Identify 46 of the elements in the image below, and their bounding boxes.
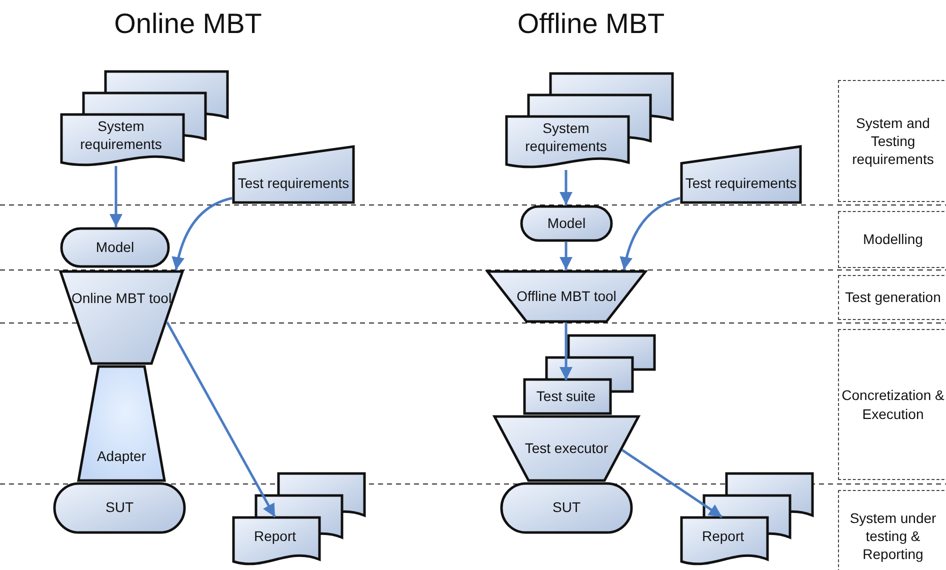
column-title: Offline MBT [517,8,665,40]
node-label: Online MBT tool [70,289,173,308]
stage-label: System and Testing requirements [851,114,935,168]
node-label: Test suite [535,387,597,406]
node-label: Report [252,526,298,546]
document-stack [523,334,655,414]
arrow [620,196,680,270]
node-label: Report [700,526,746,546]
stage-box [838,275,946,320]
stage-box [838,80,946,202]
terminal-shape [53,482,186,534]
arrow [621,448,723,518]
trapezoid-shape [493,415,640,482]
node-label: Test requirements [684,174,798,193]
arrow [560,323,573,380]
trapezoid-shape [486,270,647,323]
adapter-shape [77,365,166,482]
stage-label: Modelling [862,230,924,249]
node-label: Offline MBT tool [516,286,618,306]
terminal-shape [60,227,170,268]
stage-label: System under testing & Reporting [848,508,938,564]
node-label: SUT [104,498,134,518]
node-label: Model [546,214,587,233]
stage-box [838,329,946,480]
stage-label: Test generation [844,288,942,307]
stage-box [838,211,946,268]
node-label: SUT [552,498,582,518]
node-label: Model [94,238,136,257]
manual-input-shape [680,145,802,204]
node-label: Test requirements [236,174,350,193]
node-label: System requirements [524,119,608,156]
node-label: Test executor [524,438,610,458]
arrow [560,242,573,270]
arrow [172,196,232,270]
column-title: Online MBT [114,8,262,40]
stage-label: Concretization & Execution [840,386,946,423]
node-label: Adapter [96,447,148,466]
trapezoid-shape [59,270,184,365]
terminal-shape [520,205,613,242]
arrow [560,170,573,205]
node-label: System requirements [79,117,163,154]
manual-input-shape [232,145,355,204]
terminal-shape [500,482,633,534]
arrow [166,321,276,518]
stage-box [838,490,946,570]
arrow [109,166,122,227]
